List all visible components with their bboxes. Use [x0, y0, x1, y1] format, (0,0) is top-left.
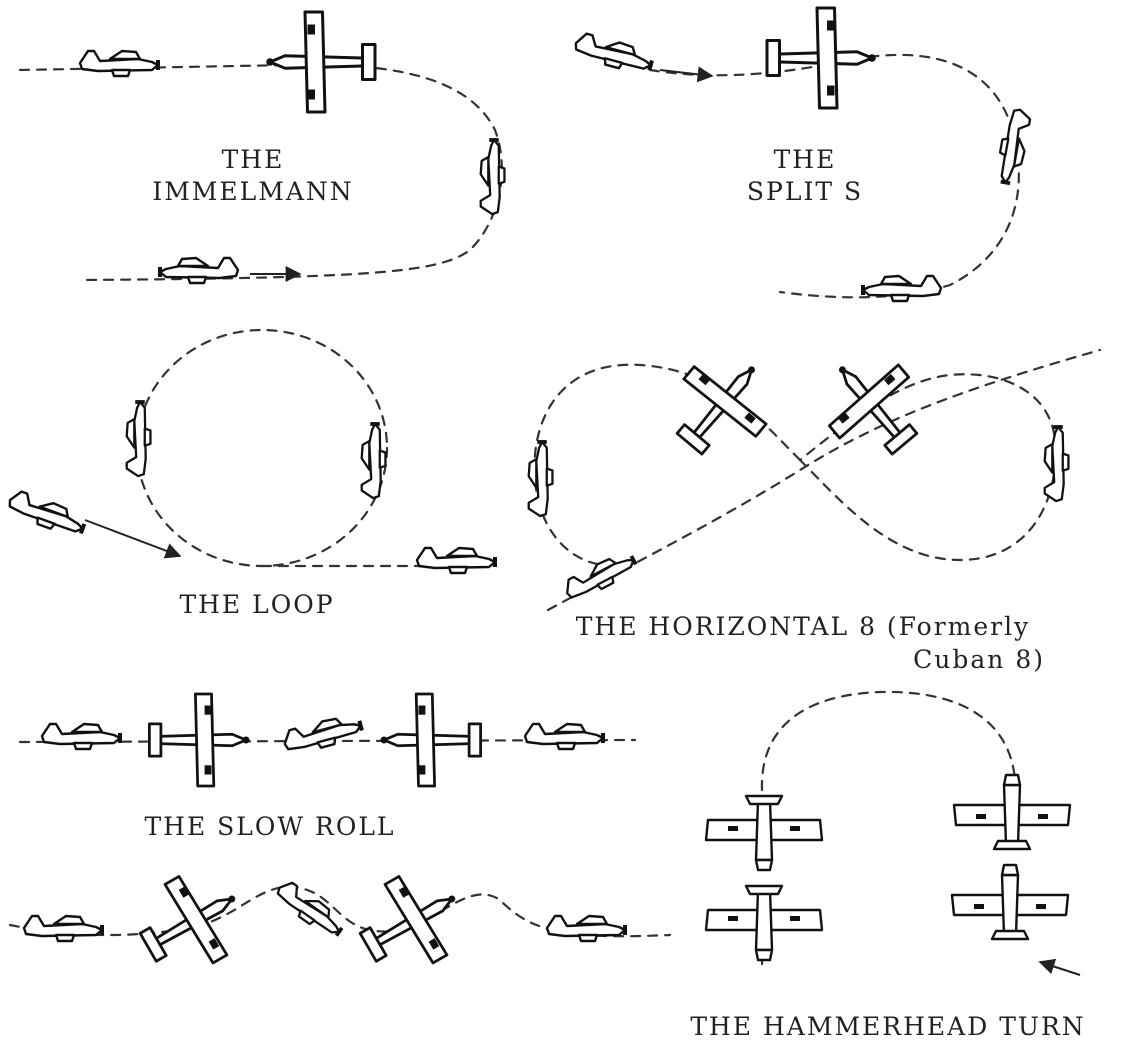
slow-roll-plane-3	[282, 712, 366, 757]
hammerhead-arrow	[1040, 962, 1080, 975]
slow-roll-label: THE SLOW ROLL	[144, 812, 395, 841]
horizontal-8-loop-right	[800, 374, 1056, 560]
split-s-plane-top	[767, 8, 876, 108]
hammerhead-plane-right-lower	[952, 865, 1068, 939]
hammerhead-diagram: THE HAMMERHEAD TURN	[690, 692, 1085, 1041]
split-s-label-2: SPLIT S	[747, 177, 863, 206]
split-s-plane-vertical	[995, 108, 1032, 187]
hammerhead-path	[762, 692, 1015, 790]
roll-row-plane-4	[345, 857, 478, 987]
horizontal-8-diagram: THE HORIZONTAL 8 (Formerly Cuban 8)	[529, 338, 1100, 674]
loop-plane-entry	[6, 489, 90, 540]
loop-path	[137, 330, 387, 566]
slow-roll-plane-2	[149, 694, 249, 786]
horizontal-8-loop-left	[534, 365, 800, 566]
immelmann-label-1: THE	[222, 145, 285, 174]
hammerhead-plane-right-upper	[954, 775, 1070, 849]
slow-roll-plane-4	[381, 694, 481, 786]
split-s-diagram: THE SPLIT S	[572, 8, 1031, 301]
loop-diagram: THE LOOP	[6, 330, 497, 619]
slow-roll-plane-5	[525, 724, 605, 749]
immelmann-plane-entry	[80, 51, 160, 76]
loop-label: THE LOOP	[179, 590, 334, 619]
horizontal-8-plane-right-vertical	[1045, 425, 1069, 501]
hammerhead-plane-left-upper	[706, 796, 822, 870]
hammerhead-plane-left-lower	[706, 886, 822, 960]
horizontal-8-plane-top-right	[805, 338, 940, 474]
horizontal-8-label-1: THE HORIZONTAL 8 (Formerly	[576, 612, 1030, 641]
loop-plane-left	[127, 400, 151, 476]
horizontal-8-label-2: Cuban 8)	[913, 645, 1045, 674]
loop-arrow	[85, 520, 180, 556]
horizontal-8-plane-top-left	[654, 338, 789, 474]
immelmann-label-2: IMMELMANN	[152, 177, 353, 206]
split-s-plane-entry	[572, 32, 656, 77]
roll-row-diagram	[10, 857, 670, 987]
horizontal-8-plane-left-vertical	[529, 440, 553, 516]
horizontal-8-path	[548, 350, 1100, 610]
loop-plane-exit	[417, 548, 497, 573]
hammerhead-label: THE HAMMERHEAD TURN	[690, 1012, 1085, 1041]
split-s-plane-exit	[861, 276, 941, 301]
loop-plane-right	[362, 422, 386, 498]
roll-row-plane-2	[125, 857, 258, 987]
slow-roll-plane-1	[42, 724, 122, 749]
slow-roll-diagram: THE SLOW ROLL	[20, 694, 635, 841]
immelmann-plane-top	[266, 12, 375, 112]
horizontal-8-plane-entry	[562, 548, 640, 605]
roll-row-plane-1	[24, 916, 104, 941]
immelmann-diagram: THE IMMELMANN	[20, 12, 504, 283]
split-s-label-1: THE	[774, 145, 837, 174]
